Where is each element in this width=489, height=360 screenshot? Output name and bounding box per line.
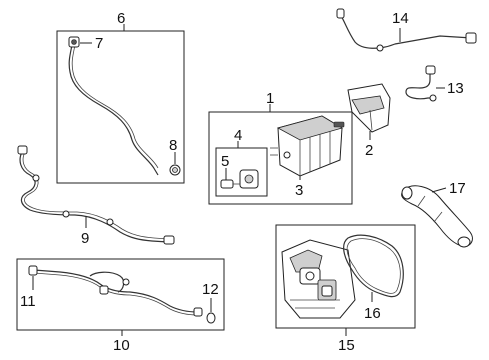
hose-13 [405, 65, 437, 102]
callout-17: 17 [449, 180, 466, 197]
callout-7: 7 [95, 35, 103, 52]
valve-4 [239, 169, 259, 189]
callout-3: 3 [295, 182, 303, 199]
housing-body [281, 239, 356, 319]
callout-15: 15 [338, 337, 355, 354]
bracket-2 [347, 83, 391, 133]
callout-16: 16 [364, 305, 381, 322]
callout-11: 11 [20, 293, 36, 310]
callout-14: 14 [392, 10, 409, 27]
group-6-frame [56, 30, 185, 184]
group-1-canister [208, 104, 353, 205]
vapor-tube-6-edge [71, 44, 159, 169]
line-9-tube [19, 151, 169, 243]
fitting-5 [220, 179, 240, 189]
leader-17 [431, 187, 447, 193]
callout-10: 10 [113, 337, 130, 354]
evap-canister-3 [270, 115, 345, 177]
callout-12: 12 [202, 281, 219, 298]
tube-10-main [33, 269, 199, 313]
cap-8 [169, 164, 181, 176]
callout-1: 1 [266, 90, 274, 107]
clip-11 [28, 265, 38, 276]
group-1-frame [208, 111, 353, 205]
vapor-tube-6 [68, 44, 159, 176]
harness-14 [336, 8, 477, 52]
tube-10-edge [33, 272, 199, 316]
callout-9: 9 [81, 230, 89, 247]
line-9 [17, 145, 175, 245]
hose-13-line [405, 70, 432, 100]
callout-8: 8 [169, 137, 177, 154]
callout-13: 13 [447, 80, 464, 97]
harness-14-wire [339, 13, 473, 49]
connector-7 [68, 36, 80, 48]
callout-4: 4 [234, 127, 242, 144]
callout-6: 6 [117, 10, 125, 27]
callout-2: 2 [365, 142, 373, 159]
group-15-housing [275, 224, 416, 336]
tube-10-loop [89, 271, 125, 293]
group-4-frame [215, 147, 268, 197]
ring-12 [206, 312, 216, 324]
group-10-frame [16, 258, 225, 331]
callout-5: 5 [221, 153, 229, 170]
group-6-vapor-tube [56, 24, 185, 184]
gasket-16 [343, 234, 404, 298]
hose-17 [401, 185, 473, 248]
group-10-tube-assembly [16, 258, 225, 336]
line-9-edge [22, 151, 169, 240]
